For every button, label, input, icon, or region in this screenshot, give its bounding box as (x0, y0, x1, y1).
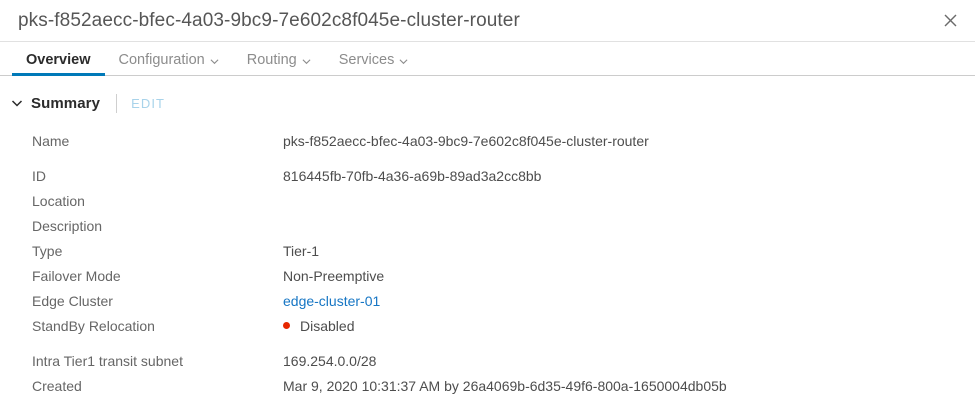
header-divider (116, 93, 118, 113)
page-title: pks-f852aecc-bfec-4a03-9bc9-7e602c8f045e… (18, 9, 520, 31)
tab-services[interactable]: Services (325, 52, 423, 76)
summary-section-header: Summary EDIT (0, 86, 975, 120)
edit-link[interactable]: EDIT (131, 95, 166, 111)
tab-configuration[interactable]: Configuration (105, 52, 233, 76)
status-label: Disabled (300, 317, 355, 334)
detail-value: 169.254.0.0/28 (283, 352, 377, 369)
summary-heading: Summary (31, 94, 101, 112)
detail-value: 816445fb-70fb-4a36-a69b-89ad3a2cc8bb (283, 167, 542, 184)
detail-label: Description (32, 217, 103, 234)
detail-label: Type (32, 242, 63, 259)
summary-details-list: Name pks-f852aecc-bfec-4a03-9bc9-7e602c8f… (0, 120, 975, 398)
detail-row: Name pks-f852aecc-bfec-4a03-9bc9-7e602c8f… (0, 128, 975, 153)
tab-routing[interactable]: Routing (233, 52, 325, 76)
detail-label: StandBy Relocation (32, 317, 155, 334)
detail-row: ID 816445fb-70fb-4a36-a69b-89ad3a2cc8bb (0, 163, 975, 188)
tab-overview-label: Overview (26, 52, 91, 68)
detail-row: Failover Mode Non-Preemptive (0, 263, 975, 288)
detail-value: pks-f852aecc-bfec-4a03-9bc9-7e602c8f045e… (283, 132, 649, 149)
detail-row: Location (0, 188, 975, 213)
detail-value: Non-Preemptive (283, 267, 385, 284)
detail-label: Name (32, 132, 70, 149)
detail-row: StandBy Relocation Disabled (0, 313, 975, 338)
tab-overview[interactable]: Overview (12, 52, 105, 76)
detail-value: Tier-1 (283, 242, 320, 259)
detail-label: Created (32, 377, 82, 394)
detail-row: Description (0, 213, 975, 238)
chevron-down-icon[interactable] (10, 96, 24, 110)
detail-label: Intra Tier1 transit subnet (32, 352, 183, 369)
tab-routing-label: Routing (246, 52, 297, 68)
detail-label: Edge Cluster (32, 292, 113, 309)
tab-bar: Overview Configuration Routing Services (0, 42, 975, 76)
chevron-down-icon (302, 57, 311, 66)
chevron-down-icon (210, 57, 219, 66)
panel-header: pks-f852aecc-bfec-4a03-9bc9-7e602c8f045e… (0, 0, 975, 42)
detail-label: ID (32, 167, 46, 184)
detail-label: Failover Mode (32, 267, 121, 284)
detail-value-link[interactable]: edge-cluster-01 (283, 292, 381, 309)
detail-row: Type Tier-1 (0, 238, 975, 263)
chevron-down-icon (399, 57, 408, 66)
detail-row: Edge Cluster edge-cluster-01 (0, 288, 975, 313)
detail-row: Intra Tier1 transit subnet 169.254.0.0/28 (0, 348, 975, 373)
status-badge: Disabled (283, 318, 354, 334)
tab-services-label: Services (338, 52, 395, 68)
tab-configuration-label: Configuration (118, 52, 205, 68)
close-icon[interactable] (939, 10, 961, 32)
detail-value: Mar 9, 2020 10:31:37 AM by 26a4069b-6d35… (283, 377, 727, 394)
detail-label: Location (32, 192, 85, 209)
detail-row: Created Mar 9, 2020 10:31:37 AM by 26a406… (0, 373, 975, 398)
status-dot-icon (283, 322, 290, 329)
